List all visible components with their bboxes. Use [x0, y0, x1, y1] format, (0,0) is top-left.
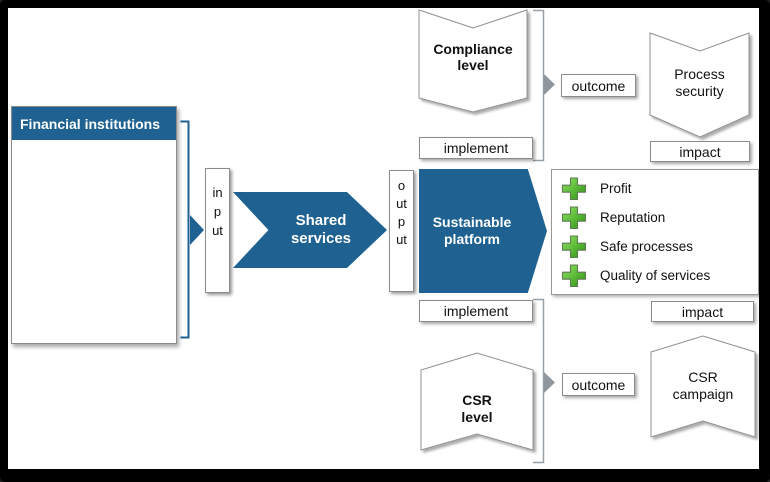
benefit-row: Reputation [561, 205, 758, 230]
implement-box-top: implement [419, 137, 533, 159]
implement-box-bottom: implement [419, 300, 533, 322]
outcome-box-top: outcome [561, 74, 636, 97]
compliance-outcome-arrow-icon [544, 74, 555, 95]
csr-campaign-banner-shape [650, 335, 756, 438]
sustainable-platform-arrow: Sustainable platform [419, 169, 547, 293]
csr-level-banner-shape [420, 352, 534, 451]
output-label: output [396, 178, 407, 247]
financial-institutions-panel: Financial institutions [11, 106, 177, 344]
csr-campaign-banner-label: CSR campaign [672, 369, 734, 402]
input-label: input [212, 185, 223, 238]
input-box: input [205, 168, 230, 293]
financial-institutions-title: Financial institutions [12, 107, 176, 140]
input-bracket [180, 120, 204, 339]
benefit-label: Quality of services [600, 268, 711, 283]
csr-outcome-bracket [533, 298, 555, 464]
impact-box-bottom: impact [651, 301, 754, 322]
process-security-banner-shape [649, 32, 750, 138]
plus-icon [561, 205, 587, 229]
csr-level-banner-label: CSR level [461, 392, 493, 425]
plus-icon [561, 176, 587, 200]
benefit-label: Reputation [600, 210, 666, 225]
csr-outcome-arrow-icon [544, 372, 555, 393]
benefit-label: Safe processes [600, 239, 694, 254]
outcome-box-bottom: outcome [562, 373, 635, 396]
process-security-banner-label: Process security [674, 66, 725, 99]
plus-icon [561, 234, 587, 258]
impact-box-top: impact [650, 141, 750, 162]
benefit-row: Safe processes [561, 234, 758, 259]
input-bracket-arrow-icon [190, 215, 204, 245]
output-box: output [389, 170, 414, 292]
benefits-panel: Profit Reputation Safe processes [551, 169, 759, 295]
plus-icon [561, 263, 587, 287]
compliance-outcome-bracket [533, 9, 555, 162]
compliance-banner-shape [418, 9, 528, 113]
benefit-label: Profit [600, 181, 632, 196]
compliance-banner-label: Compliance level [433, 41, 513, 73]
benefit-row: Profit [561, 176, 758, 201]
benefit-row: Quality of services [561, 263, 758, 288]
